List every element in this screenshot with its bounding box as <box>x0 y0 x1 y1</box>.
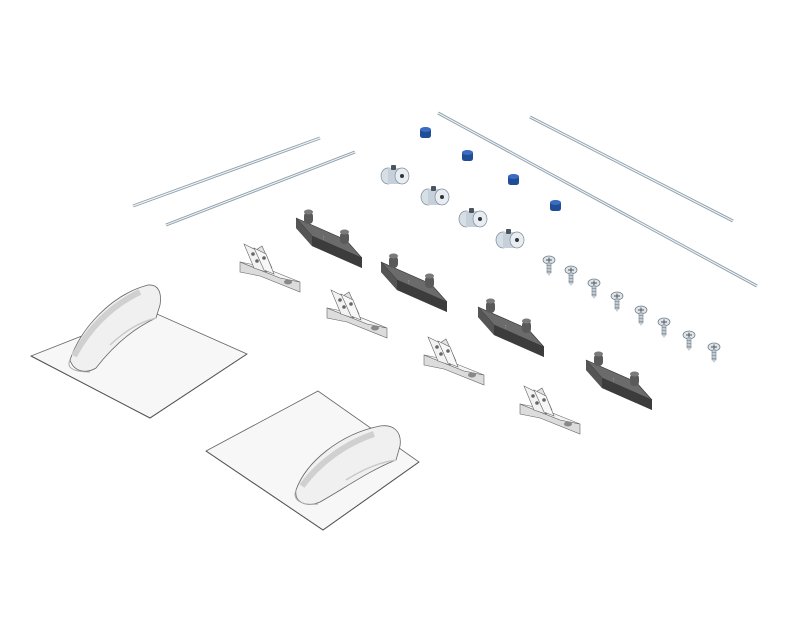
blue-stopper <box>550 200 561 211</box>
set-screw-collar <box>495 228 525 249</box>
servo-cover <box>30 284 248 419</box>
screw <box>564 265 578 287</box>
screw <box>657 317 671 339</box>
servo-mount-block <box>585 351 653 411</box>
blue-stopper <box>462 150 473 161</box>
control-horn <box>519 385 581 435</box>
control-horn <box>239 243 301 293</box>
blue-stopper <box>508 174 519 185</box>
blue-stopper <box>420 127 431 138</box>
screw <box>707 342 721 364</box>
control-horn <box>326 289 388 339</box>
servo-mount-block <box>295 209 363 269</box>
screw <box>682 330 696 352</box>
servo-mount-block <box>380 253 448 313</box>
pushrod-wire-4 <box>529 115 734 223</box>
screw <box>542 255 556 277</box>
pushrod-wire-3 <box>437 111 758 288</box>
set-screw-collar <box>380 164 410 185</box>
set-screw-collar <box>458 207 488 228</box>
control-horn <box>423 336 485 386</box>
screw <box>634 305 648 327</box>
pushrod-wire-2 <box>165 150 356 227</box>
servo-mount-block <box>477 298 545 358</box>
servo-cover <box>205 390 420 531</box>
screw <box>587 278 601 300</box>
set-screw-collar <box>420 185 450 206</box>
pushrod-wire-1 <box>132 136 321 208</box>
screw <box>610 291 624 313</box>
